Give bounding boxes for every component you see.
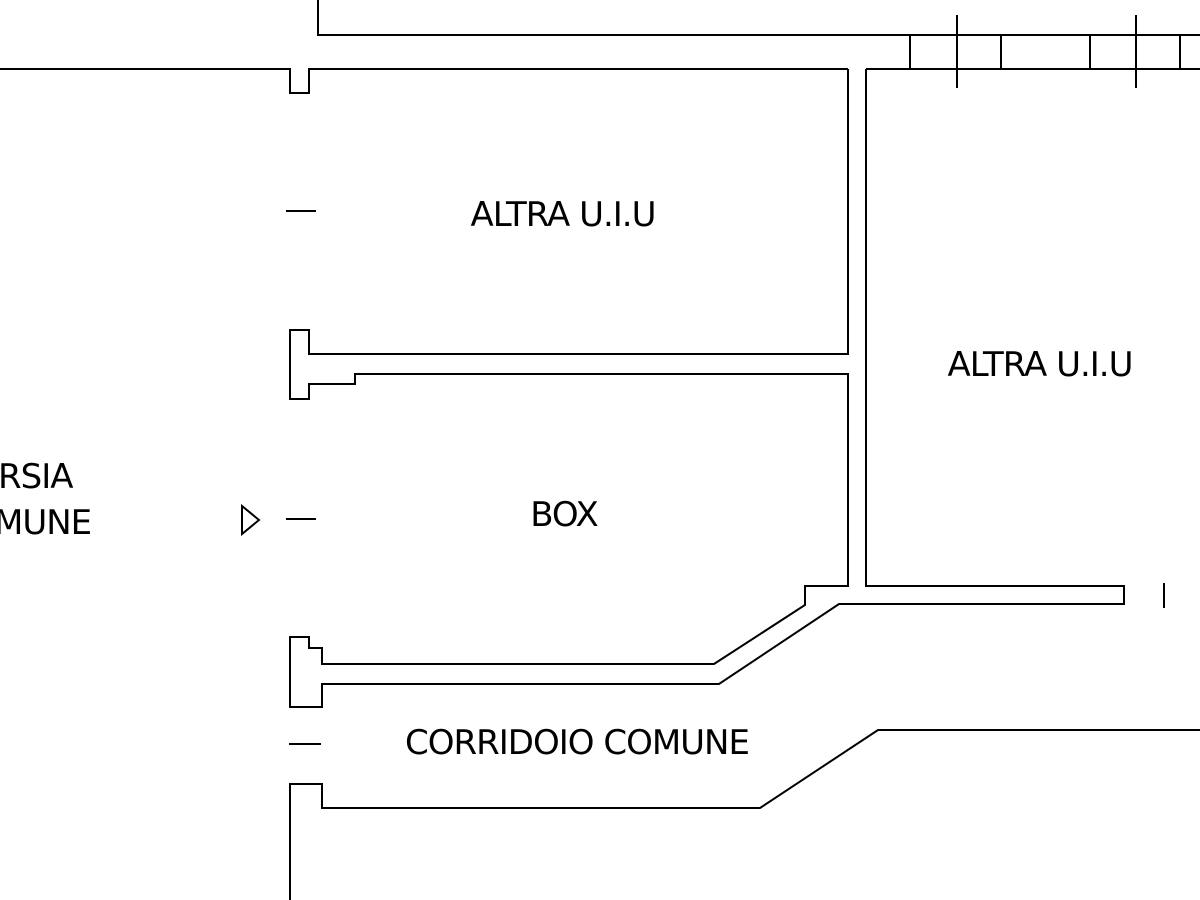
label-box: BOX bbox=[530, 495, 598, 535]
label-left-line1: RSIA bbox=[0, 457, 73, 497]
label-altra-uiu-right: ALTRA U.I.U bbox=[947, 345, 1132, 385]
partition-wall-outer bbox=[289, 69, 1125, 708]
label-corridoio-comune: CORRIDOIO COMUNE bbox=[405, 723, 749, 763]
window-top-right bbox=[909, 15, 1181, 88]
corridor-lower-wall bbox=[289, 729, 1200, 900]
label-left-line2: MUNE bbox=[0, 503, 91, 543]
top-room-wall bbox=[0, 68, 848, 94]
top-boundary-wall bbox=[317, 0, 1200, 36]
label-altra-uiu-top: ALTRA U.I.U bbox=[470, 195, 655, 235]
triangle-marker bbox=[241, 503, 261, 537]
